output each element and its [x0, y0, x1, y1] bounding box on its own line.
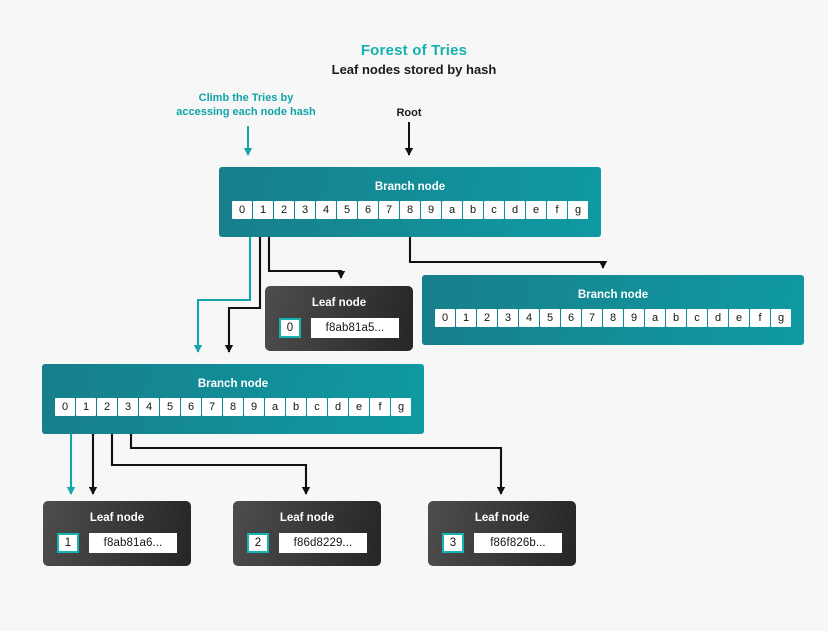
- leaf-node-label: Leaf node: [279, 512, 335, 524]
- nibble-cell-f[interactable]: f: [750, 309, 770, 327]
- climb-annotation: Climb the Tries by accessing each node h…: [176, 92, 316, 118]
- leaf-hash-value: f86f826b...: [474, 533, 562, 553]
- leaf-index-cell: 0: [279, 318, 301, 338]
- nibble-cell-5[interactable]: 5: [337, 201, 357, 219]
- nibble-cell-5[interactable]: 5: [540, 309, 560, 327]
- leaf-node-row: 2 f86d8229...: [247, 533, 367, 553]
- nibble-cell-3[interactable]: 3: [295, 201, 315, 219]
- branch-node-label: Branch node: [577, 289, 649, 301]
- nibble-cell-8[interactable]: 8: [603, 309, 623, 327]
- nibble-cell-5[interactable]: 5: [160, 398, 180, 416]
- nibble-cell-6[interactable]: 6: [181, 398, 201, 416]
- nibble-cell-2[interactable]: 2: [97, 398, 117, 416]
- nibble-cell-6[interactable]: 6: [358, 201, 378, 219]
- leaf-node-label: Leaf node: [89, 512, 145, 524]
- leaf-node-label: Leaf node: [311, 297, 367, 309]
- leaf-index-cell: 2: [247, 533, 269, 553]
- nibble-cell-b[interactable]: b: [286, 398, 306, 416]
- branch-node-label: Branch node: [197, 378, 269, 390]
- leaf-node-1[interactable]: Leaf node 1 f8ab81a6...: [43, 501, 191, 566]
- nibble-cell-g[interactable]: g: [568, 201, 588, 219]
- nibble-cell-a[interactable]: a: [442, 201, 462, 219]
- leaf-index-cell: 1: [57, 533, 79, 553]
- nibble-cell-c[interactable]: c: [484, 201, 504, 219]
- nibble-cell-7[interactable]: 7: [379, 201, 399, 219]
- nibble-cell-9[interactable]: 9: [244, 398, 264, 416]
- nibble-cell-d[interactable]: d: [328, 398, 348, 416]
- nibble-cell-4[interactable]: 4: [316, 201, 336, 219]
- leaf-node-label: Leaf node: [474, 512, 530, 524]
- nibble-cell-8[interactable]: 8: [400, 201, 420, 219]
- nibble-cell-1[interactable]: 1: [76, 398, 96, 416]
- nibble-cell-9[interactable]: 9: [421, 201, 441, 219]
- leaf-node-row: 1 f8ab81a6...: [57, 533, 177, 553]
- leaf-index-cell: 3: [442, 533, 464, 553]
- nibble-cell-6[interactable]: 6: [561, 309, 581, 327]
- nibble-cell-b[interactable]: b: [463, 201, 483, 219]
- nibble-cell-f[interactable]: f: [547, 201, 567, 219]
- leaf-hash-value: f8ab81a6...: [89, 533, 177, 553]
- nibble-cell-0[interactable]: 0: [435, 309, 455, 327]
- nibble-cell-7[interactable]: 7: [202, 398, 222, 416]
- nibble-cell-f[interactable]: f: [370, 398, 390, 416]
- leaf-node-row: 0 f8ab81a5...: [279, 318, 399, 338]
- leaf-node-3[interactable]: Leaf node 3 f86f826b...: [428, 501, 576, 566]
- nibble-cell-d[interactable]: d: [505, 201, 525, 219]
- nibble-cell-e[interactable]: e: [526, 201, 546, 219]
- nibble-cell-a[interactable]: a: [645, 309, 665, 327]
- page-title: Forest of Tries: [360, 42, 468, 59]
- nibble-cell-e[interactable]: e: [729, 309, 749, 327]
- branch-node-label: Branch node: [374, 181, 446, 193]
- nibble-cell-b[interactable]: b: [666, 309, 686, 327]
- nibble-cell-0[interactable]: 0: [232, 201, 252, 219]
- leaf-node-0[interactable]: Leaf node 0 f8ab81a5...: [265, 286, 413, 351]
- nibble-cell-4[interactable]: 4: [139, 398, 159, 416]
- nibble-cell-1[interactable]: 1: [253, 201, 273, 219]
- nibble-cell-2[interactable]: 2: [477, 309, 497, 327]
- nibble-cell-c[interactable]: c: [687, 309, 707, 327]
- nibble-cell-9[interactable]: 9: [624, 309, 644, 327]
- nibble-cell-2[interactable]: 2: [274, 201, 294, 219]
- page-subtitle: Leaf nodes stored by hash: [331, 62, 497, 77]
- leaf-node-row: 3 f86f826b...: [442, 533, 562, 553]
- leaf-hash-value: f8ab81a5...: [311, 318, 399, 338]
- nibble-cell-7[interactable]: 7: [582, 309, 602, 327]
- nibble-cell-0[interactable]: 0: [55, 398, 75, 416]
- nibble-cell-c[interactable]: c: [307, 398, 327, 416]
- leaf-hash-value: f86d8229...: [279, 533, 367, 553]
- nibble-cell-3[interactable]: 3: [498, 309, 518, 327]
- leaf-node-2[interactable]: Leaf node 2 f86d8229...: [233, 501, 381, 566]
- nibble-cell-d[interactable]: d: [708, 309, 728, 327]
- nibble-cell-1[interactable]: 1: [456, 309, 476, 327]
- nibble-cell-4[interactable]: 4: [519, 309, 539, 327]
- nibble-cell-8[interactable]: 8: [223, 398, 243, 416]
- root-annotation: Root: [396, 107, 422, 119]
- nibble-cell-3[interactable]: 3: [118, 398, 138, 416]
- nibble-cell-g[interactable]: g: [771, 309, 791, 327]
- nibble-cell-g[interactable]: g: [391, 398, 411, 416]
- nibble-cell-a[interactable]: a: [265, 398, 285, 416]
- nibble-cell-e[interactable]: e: [349, 398, 369, 416]
